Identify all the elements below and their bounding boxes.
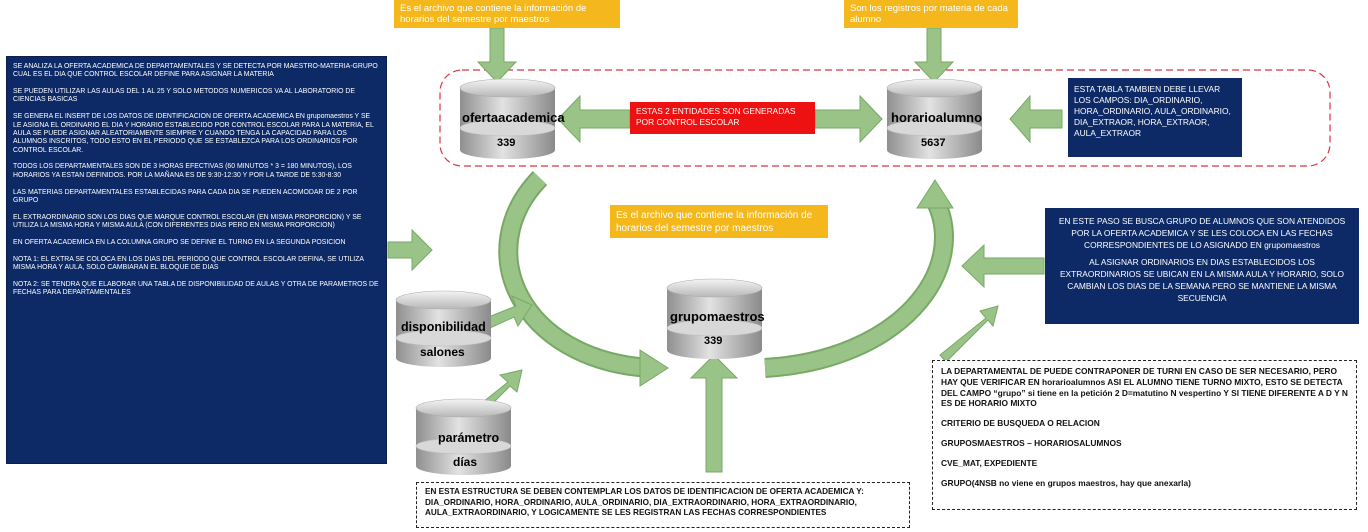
dias-label: días	[453, 455, 478, 469]
arrow-up-grupomaestros	[689, 354, 739, 473]
left-panel-p7: EN OFERTA ACADEMICA EN LA COLUMNA GRUPO …	[13, 239, 346, 247]
arrow-panel-to-horario	[1009, 94, 1063, 144]
disponibilidad-cylinder	[395, 290, 492, 367]
horarioalumno-cylinder	[886, 78, 983, 159]
arrow-rightpanel-left	[961, 243, 1045, 289]
note-mixed-shift-p2: CRITERIO DE BUSQUEDA O RELACION	[941, 418, 1100, 429]
ofertaacademica-cylinder	[459, 78, 556, 159]
horarioalumno-label: horarioalumno	[891, 110, 983, 125]
arrow-red-to-oferta	[557, 94, 631, 144]
left-panel-p5: LAS MATERIAS DEPARTAMENTALES ESTABLECIDA…	[13, 188, 358, 204]
note-search-step-p2: AL ASIGNAR ORDINARIOS EN DIAS ESTABLECID…	[1059, 257, 1345, 303]
note-mixed-shift: LA DEPARTAMENTAL DE PUEDE CONTRAPONER DE…	[932, 360, 1357, 510]
parametro-label: parámetro	[438, 431, 500, 445]
left-panel-p6: EL EXTRAORDINARIO SON LOS DIAS QUE MARQU…	[13, 213, 362, 230]
note-generated-entities: ESTAS 2 ENTIDADES SON GENERADAS POR CONT…	[630, 102, 815, 134]
arrow-down-oferta	[476, 27, 518, 83]
note-top-right: Son los registros por materia de cada al…	[844, 0, 1018, 28]
note-structure-fields: EN ESTA ESTRUCTURA SE DEBEN CONTEMPLAR L…	[416, 482, 910, 528]
left-panel-p9: NOTA 2: SE TENDRA QUE ELABORAR UNA TABLA…	[13, 281, 379, 297]
left-panel-p2: SE PUEDEN UTILIZAR LAS AULAS DEL 1 AL 25…	[13, 88, 355, 104]
horarioalumno-count: 5637	[921, 137, 946, 149]
note-extra-fields: ESTA TABLA TAMBIEN DEBE LLEVAR LOS CAMPO…	[1068, 78, 1242, 157]
arrow-note-upleft	[939, 305, 999, 363]
note-mixed-shift-p1: LA DEPARTAMENTAL DE PUEDE CONTRAPONER DE…	[941, 366, 1348, 409]
note-search-step-p1: EN ESTE PASO SE BUSCA GRUPO DE ALUMNOS Q…	[1058, 216, 1346, 250]
note-search-step: EN ESTE PASO SE BUSCA GRUPO DE ALUMNOS Q…	[1045, 208, 1359, 324]
curve-left-arrow	[498, 171, 669, 387]
note-mixed-shift-p3: GRUPOSMAESTROS – HORARIOSALUMNOS	[941, 437, 1122, 448]
note-mixed-shift-p4: CVE_MAT, EXPEDIENTE	[941, 457, 1038, 468]
disponibilidad-label: disponibilidad	[401, 320, 486, 334]
left-panel-p8: NOTA 1: EL EXTRA SE COLOCA EN LOS DIAS D…	[13, 255, 364, 272]
arrow-red-to-horario	[814, 94, 883, 144]
left-panel-p3: SE GENERA EL INSERT DE LOS DATOS DE IDEN…	[13, 113, 374, 154]
left-explanation-panel: SE ANALIZA LA OFERTA ACADEMICA DE DEPART…	[6, 56, 387, 464]
arrow-down-horario	[913, 27, 955, 83]
ofertaacademica-label: ofertaacademica	[462, 110, 565, 125]
arrow-leftpanel-right	[387, 228, 433, 272]
grupomaestros-cylinder	[666, 278, 763, 359]
grupomaestros-label: grupomaestros	[670, 309, 765, 324]
salones-label: salones	[420, 345, 465, 359]
curve-right-arrow	[764, 179, 954, 378]
parametro-cylinder	[415, 398, 512, 475]
arrow-disponibilidad	[485, 295, 533, 329]
note-center: Es el archivo que contiene la informació…	[610, 205, 828, 238]
ofertaacademica-count: 339	[497, 137, 516, 149]
left-panel-p1: SE ANALIZA LA OFERTA ACADEMICA DE DEPART…	[13, 63, 378, 79]
note-mixed-shift-p5: GRUPO(4NSB no viene en grupos maestros, …	[941, 477, 1191, 488]
note-top-left: Es el archivo que contiene la informació…	[394, 0, 620, 28]
left-panel-p4: TODOS LOS DEPARTAMENTALES SON DE 3 HORAS…	[13, 163, 352, 179]
control-escolar-region	[439, 69, 1331, 167]
grupomaestros-count: 339	[704, 335, 723, 347]
